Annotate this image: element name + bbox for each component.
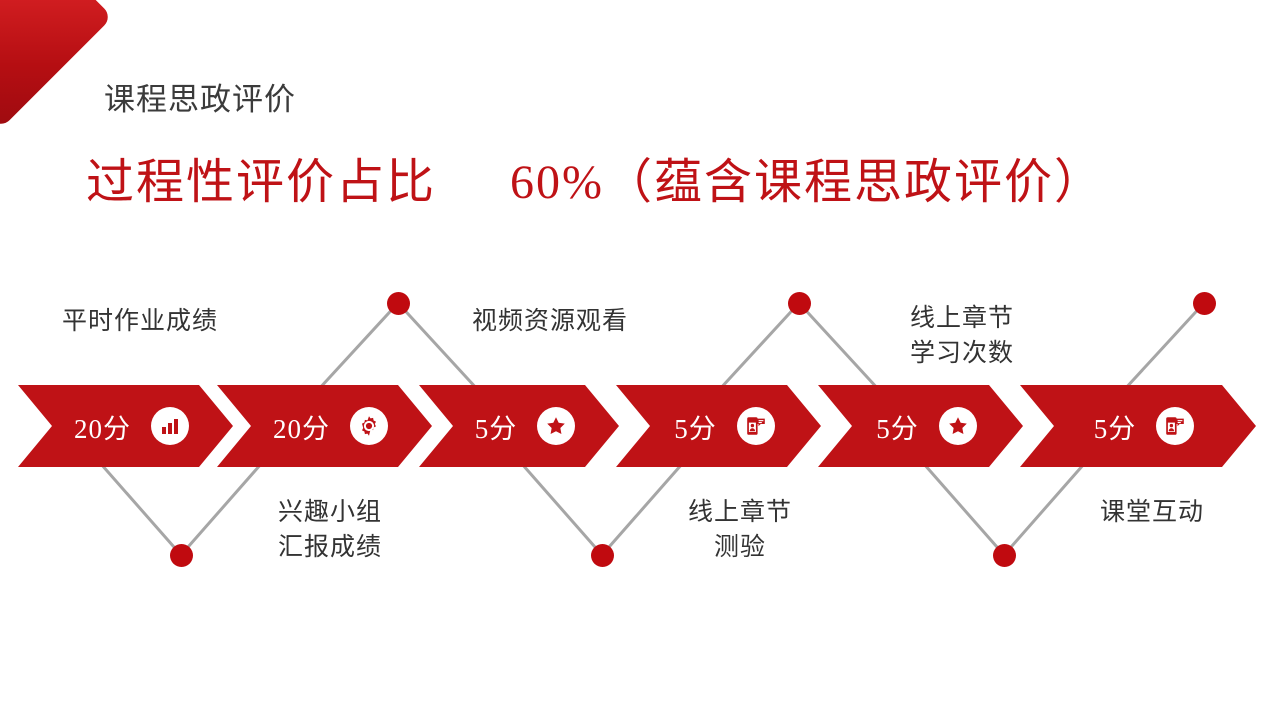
process-step-2[interactable]: 20分 (217, 385, 432, 467)
callout-label-3: 视频资源观看 (472, 308, 629, 335)
page-title-right: 60%（蕴含课程思政评价） (510, 156, 1105, 209)
node-dot-5 (1192, 291, 1216, 315)
chevron-band: 20分 20分 5分 (0, 385, 1280, 467)
page-kicker: 课程思政评价 (104, 82, 296, 117)
process-step-3[interactable]: 5分 (419, 385, 619, 467)
node-dot-2 (169, 543, 193, 567)
process-step-4[interactable]: 5分 (616, 385, 821, 467)
node-dot-4 (590, 543, 614, 567)
star-icon (537, 407, 575, 445)
mobile-interaction-icon (1156, 407, 1194, 445)
gear-icon (350, 407, 388, 445)
process-step-6-score: 5分 (1093, 413, 1137, 444)
mobile-interaction-icon (737, 407, 775, 445)
process-step-2-score: 20分 (273, 413, 330, 444)
process-step-5-score: 5分 (876, 413, 919, 444)
node-dot-6 (992, 543, 1016, 567)
page-title: 过程性评价占比 60%（蕴含课程思政评价） (86, 155, 1104, 210)
process-step-1[interactable]: 20分 (18, 385, 233, 467)
process-step-5[interactable]: 5分 (818, 385, 1023, 467)
process-step-6[interactable]: 5分 (1020, 385, 1256, 467)
callout-label-1: 平时作业成绩 (62, 308, 219, 335)
callout-label-5: 线上章节 学习次数 (909, 305, 1014, 367)
star-icon (939, 407, 977, 445)
bar-chart-icon (151, 407, 189, 445)
node-dot-1 (386, 291, 410, 315)
page-title-left: 过程性评价占比 (86, 156, 437, 209)
callout-label-6: 课堂互动 (1099, 499, 1204, 526)
process-step-1-score: 20分 (74, 413, 131, 444)
process-step-3-score: 5分 (474, 413, 518, 444)
process-step-4-score: 5分 (674, 413, 717, 444)
callout-label-2: 兴趣小组 汇报成绩 (277, 499, 382, 561)
callout-label-4: 线上章节 测验 (687, 499, 792, 561)
node-dot-3 (787, 291, 811, 315)
